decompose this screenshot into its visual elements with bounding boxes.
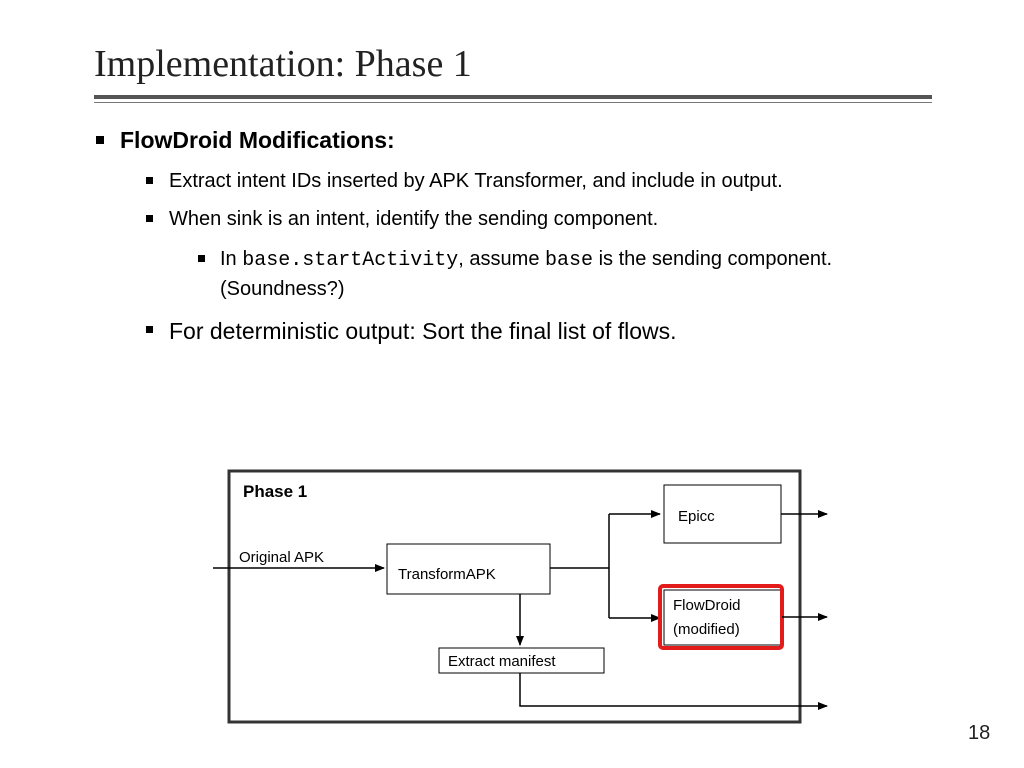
flowdroid-label-line1: FlowDroid <box>673 597 741 614</box>
manifest-box <box>438 647 605 674</box>
bullet-text: When sink is an intent, identify the sen… <box>169 208 659 230</box>
bullet-start-activity: In base.startActivity, assume base is th… <box>198 245 938 304</box>
epicc-box <box>663 484 782 544</box>
page-title: Implementation: Phase 1 <box>94 43 472 85</box>
manifest-output-line <box>519 673 828 710</box>
bullet-text: In base.startActivity, assume base is th… <box>220 245 832 304</box>
text-sending-component: is the sending component. <box>593 248 833 270</box>
square-bullet-icon <box>146 177 153 184</box>
text-in: In <box>220 248 243 270</box>
title-rule-thin <box>94 102 932 103</box>
manifest-label: Extract manifest <box>448 653 556 670</box>
square-bullet-icon <box>146 326 153 333</box>
text-assume: , assume <box>458 248 545 270</box>
phase-label: Phase 1 <box>243 482 307 501</box>
transform-label: TransformAPK <box>398 566 496 583</box>
square-bullet-icon <box>198 255 205 262</box>
transform-box <box>386 543 551 595</box>
bullet-extract-intent-ids: Extract intent IDs inserted by APK Trans… <box>146 168 783 194</box>
bullet-sink-intent: When sink is an intent, identify the sen… <box>146 206 658 232</box>
title-rule-thick <box>94 95 932 99</box>
square-bullet-icon <box>146 215 153 222</box>
bullet-deterministic-output: For deterministic output: Sort the final… <box>146 316 676 346</box>
page-number: 18 <box>968 722 991 744</box>
input-label: Original APK <box>239 549 324 566</box>
flowdroid-box <box>663 589 782 646</box>
bullet-text: FlowDroid Modifications: <box>120 127 395 153</box>
flowdroid-label-line2: (modified) <box>673 621 740 638</box>
text-soundness: (Soundness?) <box>220 278 345 300</box>
square-bullet-icon <box>96 136 104 144</box>
epicc-label: Epicc <box>678 508 715 525</box>
bullet-text: For deterministic output: Sort the final… <box>169 318 677 344</box>
code-start-activity: base.startActivity <box>242 249 459 272</box>
bullet-text: Extract intent IDs inserted by APK Trans… <box>169 170 783 192</box>
code-base: base <box>545 249 594 272</box>
bullet-flowdroid-modifications: FlowDroid Modifications: <box>96 125 395 155</box>
